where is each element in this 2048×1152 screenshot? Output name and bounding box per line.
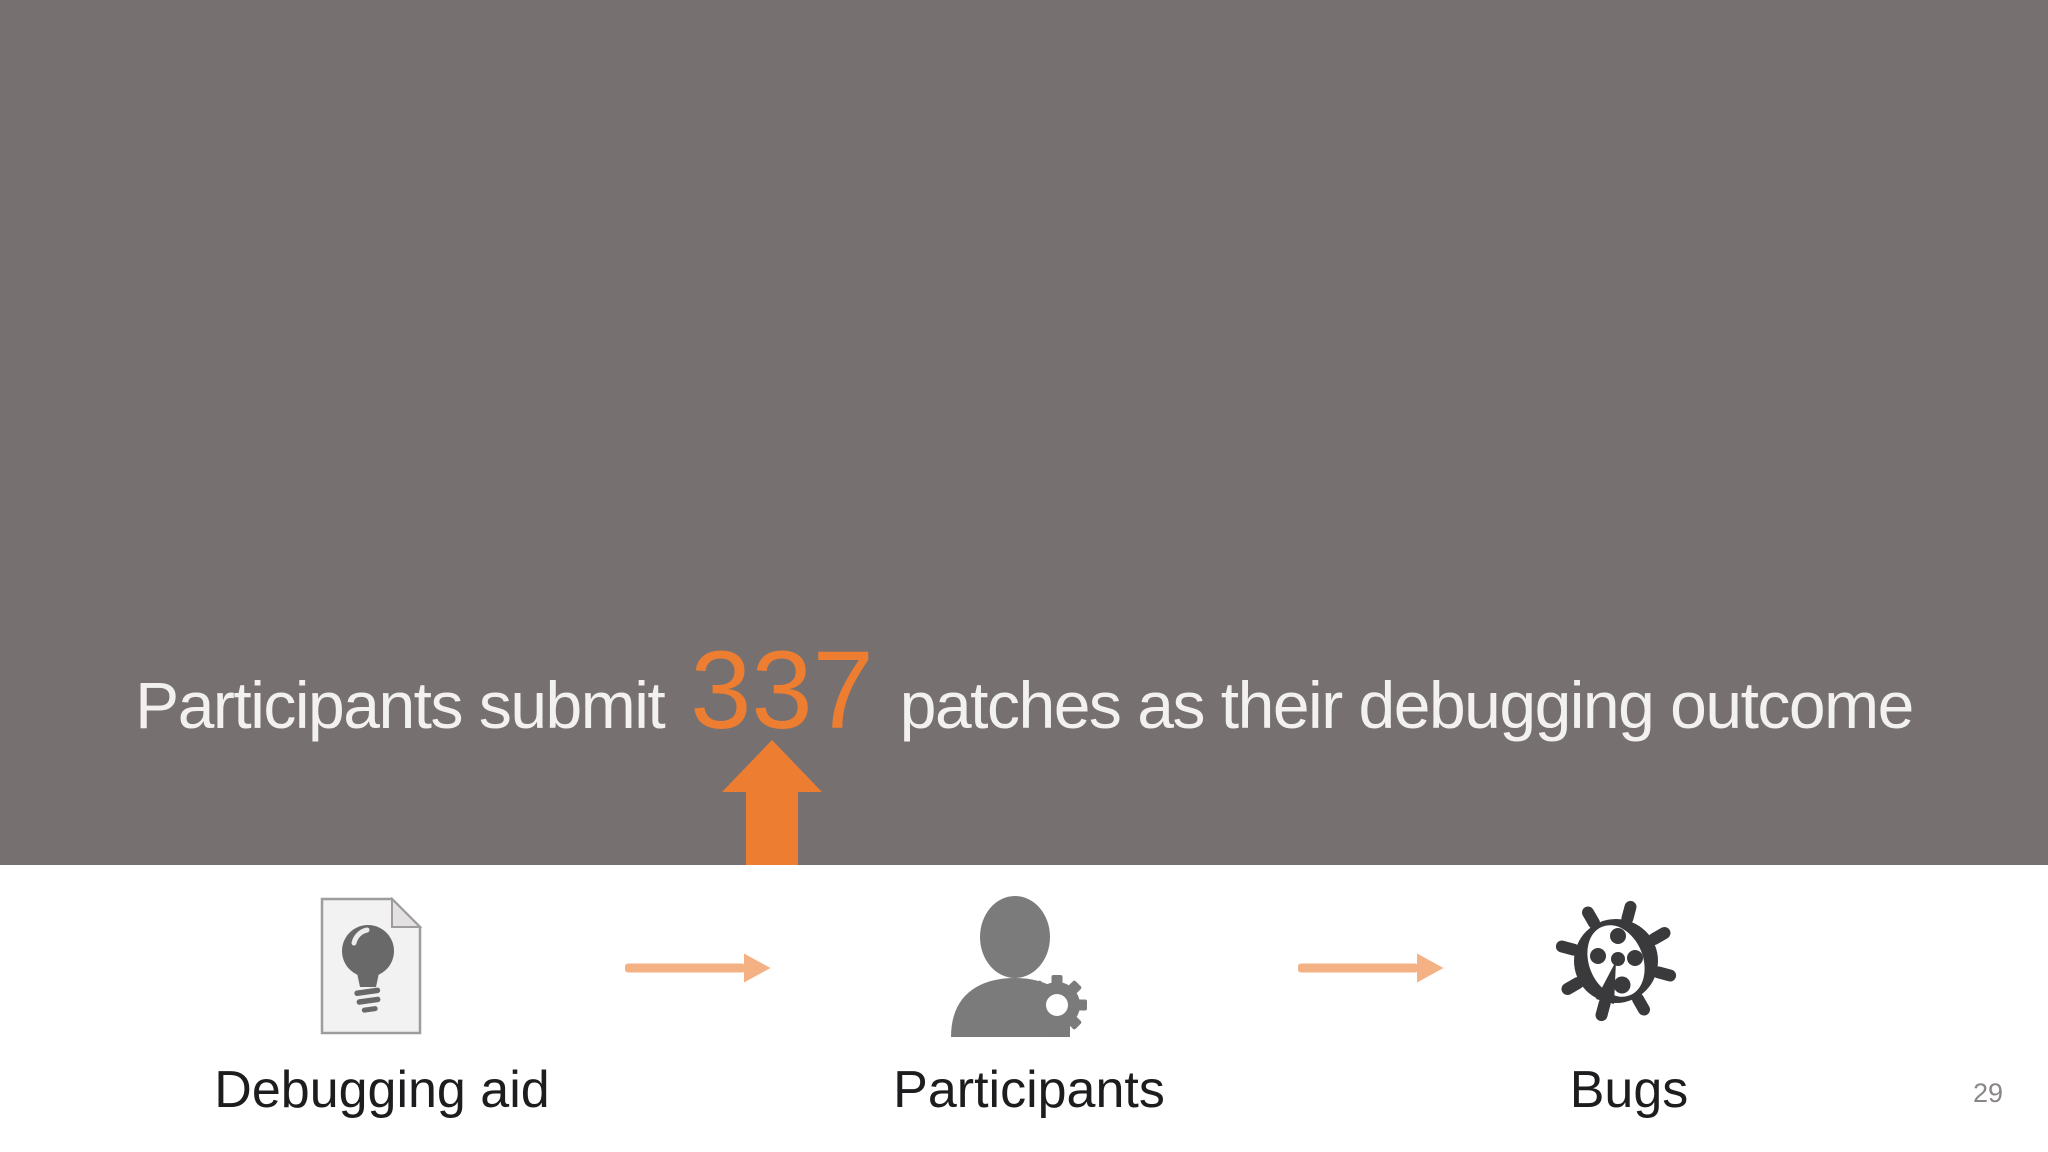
bug-icon xyxy=(1555,900,1677,1022)
flow-label-debugging-aid: Debugging aid xyxy=(214,1061,550,1119)
headline-prefix: Participants submit xyxy=(135,668,666,742)
up-arrow-icon xyxy=(722,740,822,865)
headline-suffix: patches as their debugging outcome xyxy=(899,668,1915,742)
person-gear-icon xyxy=(951,896,1087,1037)
right-arrow-icon xyxy=(625,953,771,983)
right-arrow-icon xyxy=(1298,953,1444,983)
slide-gray-background xyxy=(0,0,2048,865)
document-lightbulb-icon xyxy=(320,897,422,1035)
page-number: 29 xyxy=(1972,1078,2003,1108)
headline-number: 337 xyxy=(690,629,874,752)
flow-label-participants: Participants xyxy=(893,1061,1165,1119)
flow-label-bugs: Bugs xyxy=(1569,1061,1689,1119)
